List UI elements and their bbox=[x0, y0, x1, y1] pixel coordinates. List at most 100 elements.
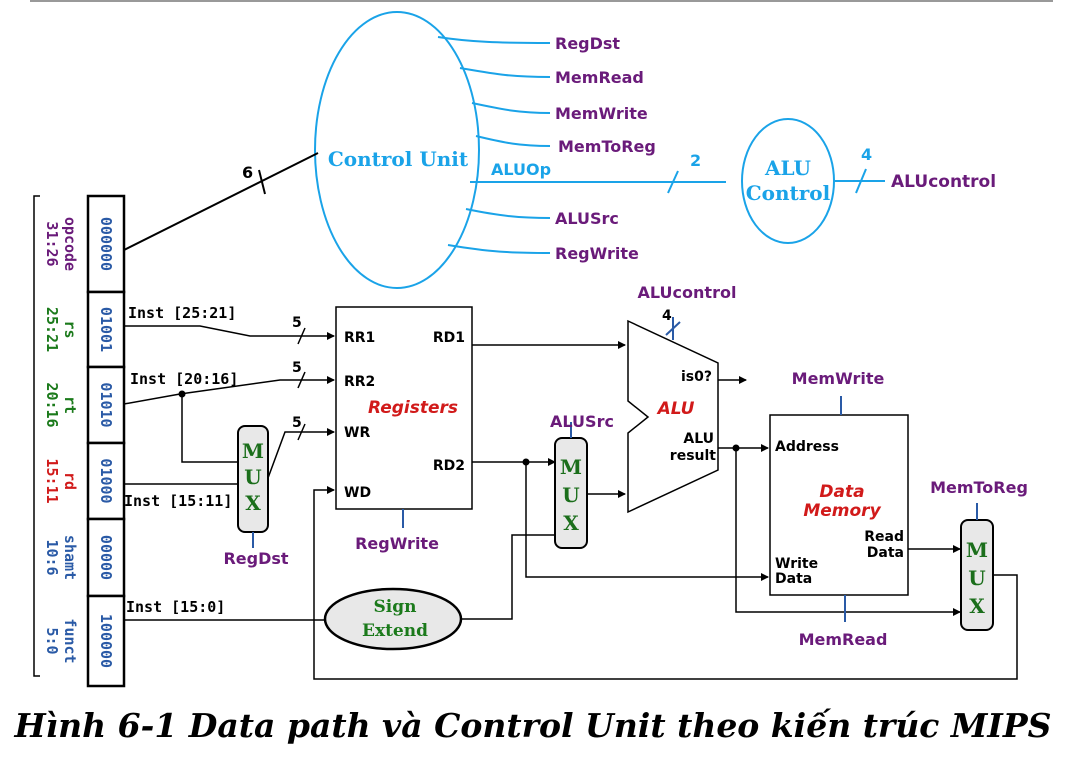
control-outputs bbox=[437, 36, 726, 254]
field-bits-rt: 01010 bbox=[97, 382, 115, 427]
field-range-rt: 20:16 bbox=[43, 382, 61, 427]
alu-control-width: 4 bbox=[662, 308, 672, 324]
reg-rr2: RR2 bbox=[344, 374, 375, 390]
field-box-shamt bbox=[86, 517, 126, 598]
signal-memtoreg: MemToReg bbox=[558, 137, 656, 156]
rt-wire bbox=[123, 376, 335, 405]
mem-title-2: Memory bbox=[803, 501, 881, 521]
rs-wire bbox=[124, 325, 335, 340]
control-unit-label: Control Unit bbox=[328, 147, 469, 171]
rs-bus-slash bbox=[297, 327, 306, 345]
field-box-rt bbox=[86, 365, 126, 445]
mem-address: Address bbox=[775, 439, 839, 455]
wr-bus-slash bbox=[297, 423, 306, 441]
memtoreg-mux-u: U bbox=[968, 566, 985, 590]
regdst-mux-m: M bbox=[242, 439, 264, 463]
aluop-label: ALUOp bbox=[491, 160, 551, 179]
mem-read-data-1: Read bbox=[864, 529, 904, 545]
wr-width: 5 bbox=[292, 415, 302, 431]
writeback-wire bbox=[313, 486, 1018, 680]
alusrc-mux-m: M bbox=[560, 455, 582, 479]
field-range-rs: 25:21 bbox=[43, 307, 61, 352]
signal-memwrite: MemWrite bbox=[555, 104, 648, 123]
field-range-rd: 15:11 bbox=[43, 458, 61, 503]
alu-shape bbox=[627, 319, 719, 514]
rd2-to-write-data bbox=[525, 462, 769, 581]
memtoreg-mux-m: M bbox=[966, 538, 988, 562]
field-name-rs: rs bbox=[61, 320, 79, 338]
rt-to-mux bbox=[181, 394, 238, 463]
reg-rd2: RD2 bbox=[433, 458, 465, 474]
aluop-bus-slash bbox=[667, 170, 679, 194]
alu-result-2: result bbox=[670, 448, 716, 464]
alu-control-label-1: ALU bbox=[764, 156, 811, 180]
memtoreg-mux-x: X bbox=[969, 594, 985, 618]
alusrc-control-label: ALUSrc bbox=[550, 412, 614, 431]
field-bits-shamt: 00000 bbox=[97, 535, 115, 580]
alusrc-mux-x: X bbox=[563, 511, 579, 535]
field-name-shamt: shamt bbox=[61, 535, 79, 580]
alu-result-1: ALU bbox=[683, 431, 714, 447]
reg-wr: WR bbox=[344, 425, 370, 441]
alu-control-label: ALUcontrol bbox=[638, 283, 737, 302]
field-bits-opcode: 000000 bbox=[97, 217, 115, 271]
control-unit-ellipse bbox=[314, 11, 480, 289]
mem-write-data-1: Write bbox=[775, 556, 818, 572]
signal-regwrite: RegWrite bbox=[555, 244, 639, 263]
field-bits-rs: 01001 bbox=[97, 307, 115, 352]
inst-15-11-label: Inst [15:11] bbox=[124, 492, 232, 510]
field-range-shamt: 10:6 bbox=[43, 539, 61, 575]
rt-width: 5 bbox=[292, 360, 302, 376]
regdst-out-wire bbox=[267, 428, 335, 479]
regwrite-control-label: RegWrite bbox=[355, 534, 439, 553]
reg-rd1: RD1 bbox=[433, 330, 465, 346]
field-bits-rd: 01000 bbox=[97, 458, 115, 503]
mem-write-data-2: Data bbox=[775, 571, 812, 587]
alu-control-out-slash bbox=[855, 168, 867, 194]
sign-extend-line1: Sign bbox=[374, 597, 417, 617]
regdst-mux-u: U bbox=[244, 465, 261, 489]
alu-control-out-label: ALUcontrol bbox=[891, 172, 996, 192]
alusrc-mux-u: U bbox=[562, 483, 579, 507]
field-box-funct bbox=[86, 594, 126, 688]
field-name-rt: rt bbox=[61, 396, 79, 414]
field-name-funct: funct bbox=[61, 618, 79, 663]
opcode-wire bbox=[123, 152, 319, 251]
inst-15-0-label: Inst [15:0] bbox=[126, 598, 225, 616]
signal-memread: MemRead bbox=[555, 68, 644, 87]
field-range-opcode: 31:26 bbox=[43, 221, 61, 266]
alu-control-slash bbox=[665, 321, 681, 336]
alu-title: ALU bbox=[656, 399, 695, 419]
sign-extend-line2: Extend bbox=[362, 621, 428, 641]
memtoreg-control-label: MemToReg bbox=[930, 478, 1028, 497]
inst-25-21-label: Inst [25:21] bbox=[128, 304, 236, 322]
field-range-funct: 5:0 bbox=[43, 627, 61, 654]
field-name-opcode: opcode bbox=[61, 217, 79, 271]
reg-wd: WD bbox=[344, 485, 371, 501]
opcode-bus-slash bbox=[258, 169, 266, 195]
rs-width: 5 bbox=[292, 315, 302, 331]
instruction-bracket bbox=[33, 195, 40, 677]
field-box-rd bbox=[86, 441, 126, 521]
alu-control-label-2: Control bbox=[746, 181, 831, 205]
opcode-width: 6 bbox=[242, 163, 253, 182]
inst-20-16-label: Inst [20:16] bbox=[130, 370, 238, 388]
signal-regdst: RegDst bbox=[555, 34, 620, 53]
rt-bus-slash bbox=[297, 371, 306, 389]
reg-rr1: RR1 bbox=[344, 330, 375, 346]
field-box-opcode bbox=[86, 194, 126, 294]
mem-title-1: Data bbox=[819, 482, 864, 502]
aluop-width: 2 bbox=[690, 151, 701, 170]
sign-extend-out bbox=[461, 534, 555, 620]
memwrite-control-label: MemWrite bbox=[792, 369, 885, 388]
data-memory-box bbox=[769, 414, 909, 596]
alu-control-out-width: 4 bbox=[861, 145, 872, 164]
alu-is0: is0? bbox=[681, 369, 712, 385]
field-name-rd: rd bbox=[61, 472, 79, 490]
signal-alusrc: ALUSrc bbox=[555, 209, 619, 228]
figure-caption: Hình 6-1 Data path và Control Unit theo … bbox=[14, 706, 1052, 745]
regdst-control-label: RegDst bbox=[223, 549, 288, 568]
field-bits-funct: 100000 bbox=[97, 614, 115, 668]
regdst-mux-x: X bbox=[245, 491, 261, 515]
